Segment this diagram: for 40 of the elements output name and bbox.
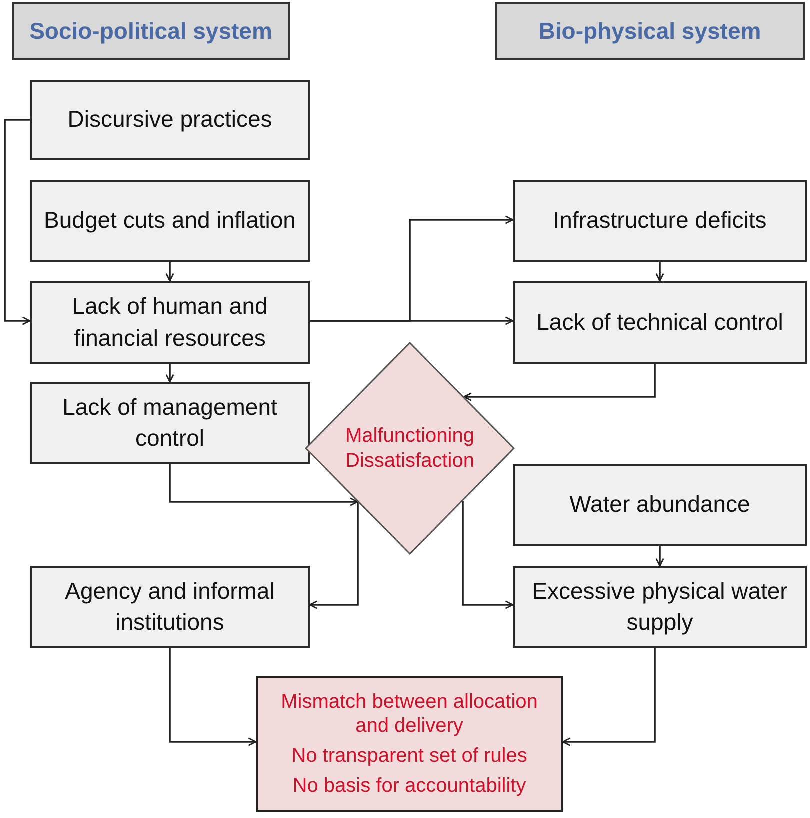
arrow — [166, 364, 174, 383]
node-label: Agency and informal institutions — [64, 576, 276, 637]
process-box — [513, 281, 807, 364]
section-heading-box — [495, 2, 805, 60]
arrow — [656, 262, 664, 282]
arrow — [169, 464, 358, 506]
process-box — [513, 180, 807, 262]
node-label: Dissatisfaction — [346, 448, 474, 474]
node-label: Lack of technical control — [536, 308, 784, 337]
process-box — [30, 80, 310, 160]
node-label: Infrastructure deficits — [553, 206, 767, 236]
arrow — [310, 216, 514, 322]
arrow — [4, 119, 31, 326]
arrow — [464, 364, 656, 402]
section-heading: Socio-political system — [30, 18, 272, 44]
process-box — [30, 281, 310, 364]
node-label: Discursive practices — [68, 105, 272, 134]
node-label: Lack of human and financial resources — [71, 292, 269, 352]
node-label: Budget cuts and inflation — [44, 206, 296, 236]
process-box — [30, 180, 310, 262]
node-label: Lack of management control — [62, 392, 278, 453]
process-box — [513, 566, 807, 648]
process-box — [513, 464, 807, 546]
node-label: Malfunctioning — [346, 424, 474, 448]
node-label: No basis for accountability — [292, 774, 526, 798]
arrow — [309, 502, 359, 610]
arrow — [169, 648, 257, 746]
node-label: No transparent set of rules — [292, 744, 528, 768]
process-box — [30, 382, 310, 464]
node-label: Excessive physical water supply — [531, 576, 789, 637]
arrow — [656, 546, 664, 567]
arrow — [462, 501, 514, 610]
section-heading-box — [12, 2, 290, 60]
process-box — [30, 566, 310, 648]
section-heading: Bio-physical system — [538, 18, 762, 44]
arrow — [166, 262, 174, 282]
outcome-box — [256, 676, 563, 812]
node-label: Water abundance — [570, 490, 750, 520]
arrow — [562, 648, 656, 746]
node-label: Mismatch between allocation and delivery — [280, 690, 539, 738]
